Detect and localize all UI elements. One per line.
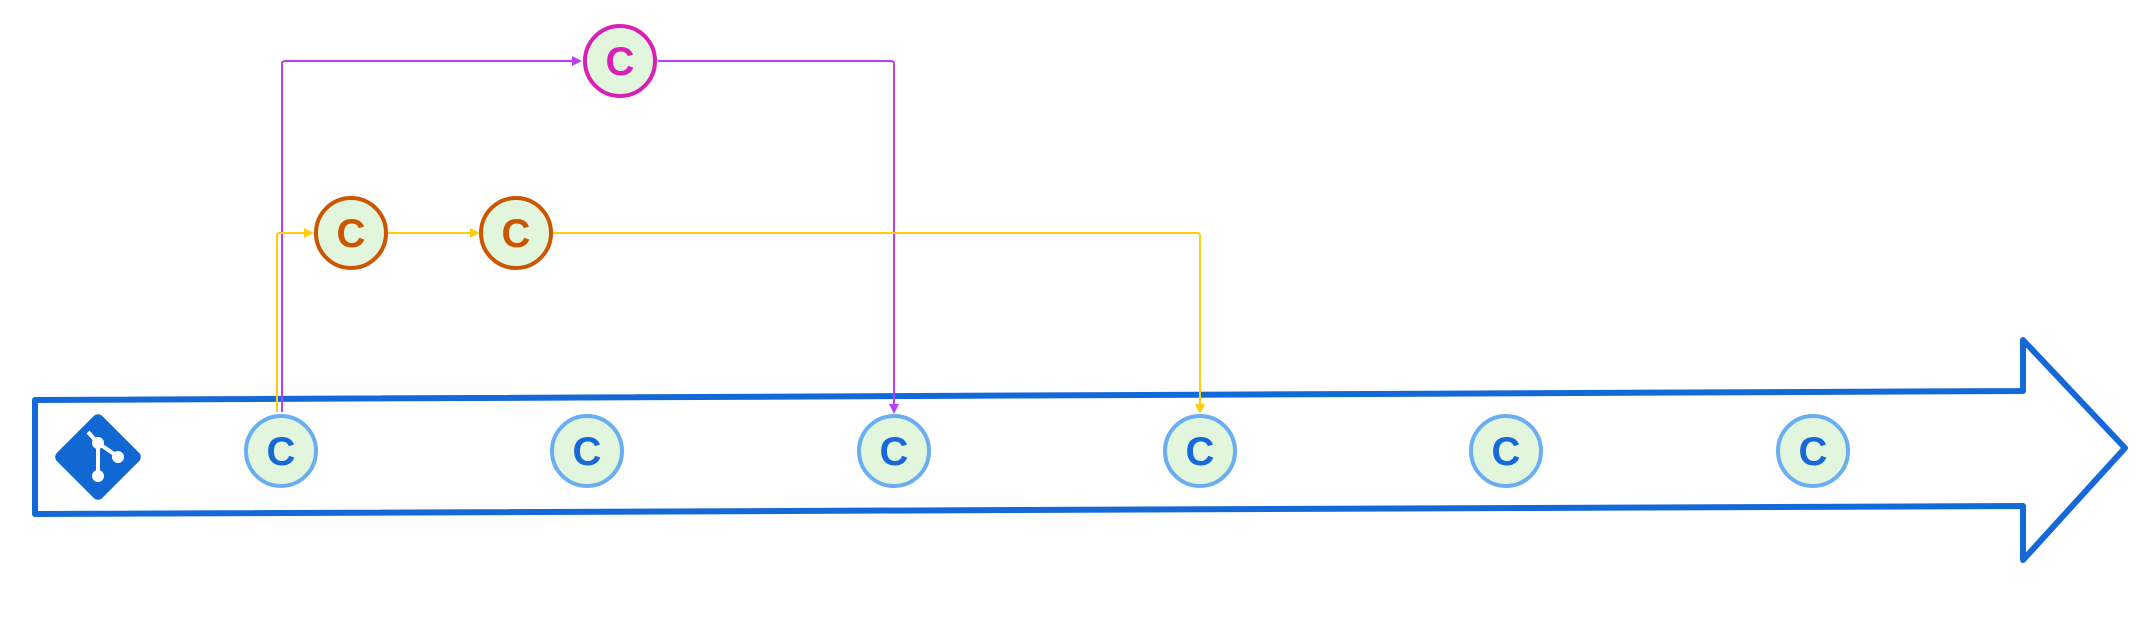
- main-commit-1[interactable]: C: [244, 414, 318, 488]
- main-branch-arrow: [32, 337, 2128, 563]
- main-commit-2[interactable]: C: [550, 414, 624, 488]
- commit-label: C: [1799, 430, 1828, 474]
- main-commit-4[interactable]: C: [1163, 414, 1237, 488]
- commit-label: C: [606, 40, 635, 84]
- feature-merge-line: [553, 232, 1205, 414]
- commit-label: C: [573, 430, 602, 474]
- main-commit-5[interactable]: C: [1469, 414, 1543, 488]
- commit-label: C: [1186, 430, 1215, 474]
- feature-branch-line: [276, 228, 314, 412]
- feature-commit-2[interactable]: C: [479, 196, 553, 270]
- commit-label: C: [502, 212, 531, 256]
- git-logo-icon: [55, 414, 141, 500]
- hotfix-merge-line: [658, 60, 899, 414]
- main-commit-6[interactable]: C: [1776, 414, 1850, 488]
- commit-label: C: [337, 212, 366, 256]
- commit-label: C: [267, 430, 296, 474]
- hotfix-branch-line: [281, 56, 582, 412]
- main-commit-3[interactable]: C: [857, 414, 931, 488]
- hotfix-commit-1[interactable]: C: [583, 24, 657, 98]
- commit-label: C: [1492, 430, 1521, 474]
- feature-commit-1[interactable]: C: [314, 196, 388, 270]
- commit-label: C: [880, 430, 909, 474]
